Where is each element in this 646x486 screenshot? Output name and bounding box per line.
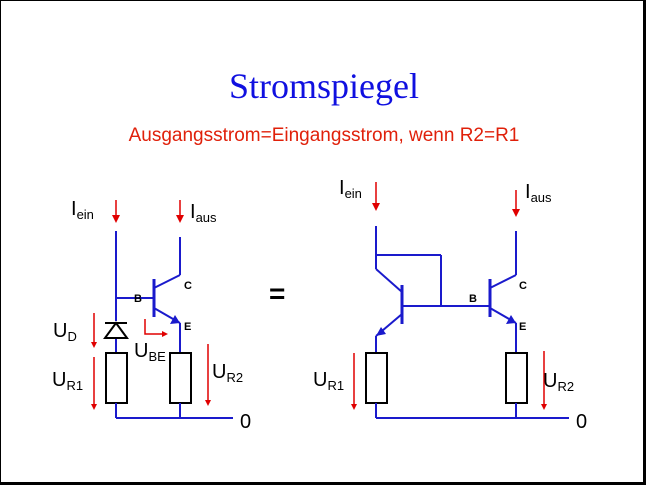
npn-transistor-input xyxy=(375,268,404,337)
left-ground-label: 0 xyxy=(240,411,251,433)
slide-subtitle: Ausgangsstrom=Eingangsstrom, wenn R2=R1 xyxy=(128,125,520,146)
right-u-r1-label: UR1 xyxy=(313,369,344,393)
left-i-ein-label: Iein xyxy=(71,198,94,222)
right-ground-label: 0 xyxy=(576,411,587,433)
resistor-r1-left xyxy=(105,352,128,404)
resistor-r1-right xyxy=(365,352,388,404)
npn-transistor-output xyxy=(488,274,517,324)
left-circuit: Iein Iaus UD UBE UR1 UR2 B C E 0 xyxy=(52,198,251,433)
left-u-r2-label: UR2 xyxy=(212,361,243,385)
npn-transistor-left xyxy=(152,274,181,324)
left-u-be-arrow xyxy=(144,319,168,337)
left-u-be-label: UBE xyxy=(134,340,166,364)
diode-symbol xyxy=(103,321,129,339)
left-pin-e-label: E xyxy=(184,321,191,333)
left-u-d-label: UD xyxy=(53,320,77,344)
right-circuit: Iein Iaus UR1 UR2 B C E 0 xyxy=(313,177,587,433)
left-u-r1-label: UR1 xyxy=(52,369,83,393)
left-pin-b-label: B xyxy=(134,293,142,305)
resistor-r2-right xyxy=(505,352,528,404)
equals-sign: = xyxy=(269,278,285,309)
slide-title: Stromspiegel xyxy=(229,66,419,106)
right-pin-e-label: E xyxy=(519,321,526,333)
right-pin-b-label: B xyxy=(469,293,477,305)
left-i-aus-label: Iaus xyxy=(190,201,217,225)
left-pin-c-label: C xyxy=(184,280,192,292)
right-u-r2-label: UR2 xyxy=(543,370,574,394)
right-pin-c-label: C xyxy=(519,280,527,292)
resistor-r2-left xyxy=(169,352,192,404)
right-i-ein-label: Iein xyxy=(339,177,362,201)
right-i-aus-label: Iaus xyxy=(525,181,552,205)
